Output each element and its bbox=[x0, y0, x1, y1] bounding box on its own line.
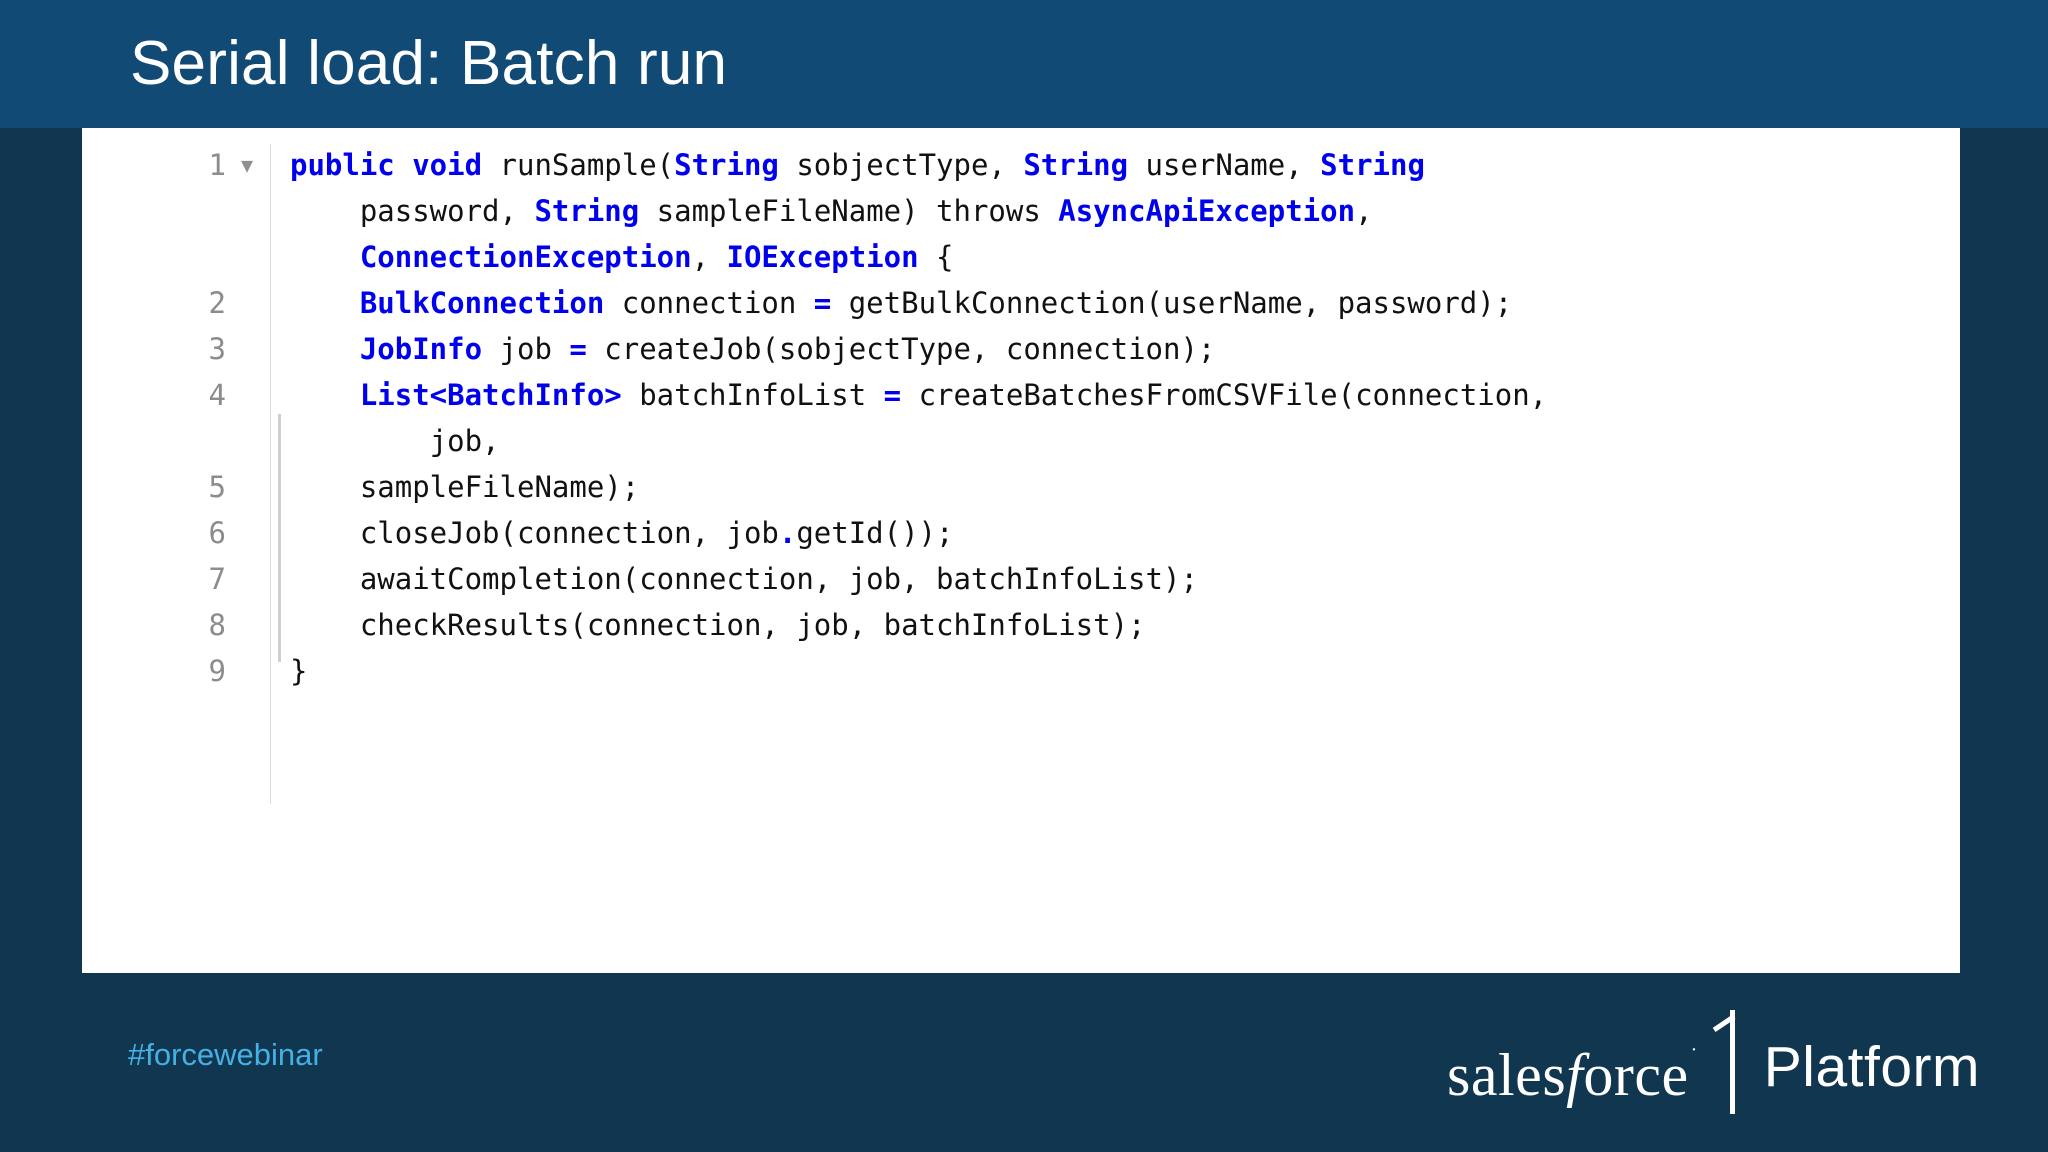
code-line[interactable]: ConnectionException, IOException { bbox=[82, 234, 1960, 280]
footer-hashtag: #forcewebinar bbox=[128, 1037, 323, 1072]
code-token: closeJob(connection, job bbox=[359, 516, 779, 550]
code-token: job bbox=[482, 332, 570, 366]
code-token: = bbox=[883, 378, 902, 412]
salesforce-wordmark: salesforce· bbox=[1447, 1038, 1698, 1108]
code-token: sobjectType, bbox=[778, 148, 1024, 182]
code-line[interactable]: 6 closeJob(connection, job.getId()); bbox=[82, 510, 1960, 556]
code-token: String bbox=[674, 148, 779, 182]
code-token: . bbox=[778, 516, 797, 550]
code-line-text: job, bbox=[262, 418, 1960, 464]
code-token: userName, bbox=[1128, 148, 1321, 182]
slide-header-bar: Serial load: Batch run bbox=[0, 0, 2048, 128]
code-panel: 1▼public void runSample(String sobjectTy… bbox=[82, 128, 1960, 973]
line-number: 4 bbox=[208, 378, 226, 412]
code-token: IOException bbox=[726, 240, 919, 274]
code-token: job, bbox=[429, 424, 500, 458]
line-number: 1 bbox=[208, 148, 226, 182]
code-token: , bbox=[691, 240, 727, 274]
code-line-text: awaitCompletion(connection, job, batchIn… bbox=[262, 556, 1960, 602]
code-line-list: 1▼public void runSample(String sobjectTy… bbox=[82, 142, 1960, 694]
code-line[interactable]: 7 awaitCompletion(connection, job, batch… bbox=[82, 556, 1960, 602]
code-token: } bbox=[290, 654, 308, 688]
code-line[interactable]: 1▼public void runSample(String sobjectTy… bbox=[82, 142, 1960, 188]
code-token: = bbox=[813, 286, 832, 320]
logo-product-label: Platform bbox=[1763, 1034, 1980, 1099]
code-fold-rail bbox=[278, 414, 281, 662]
code-line-text: JobInfo job = createJob(sobjectType, con… bbox=[262, 326, 1960, 372]
code-line-text: List<BatchInfo> batchInfoList = createBa… bbox=[262, 372, 1960, 418]
code-line-text: public void runSample(String sobjectType… bbox=[262, 142, 1960, 188]
wordmark-f: f bbox=[1566, 1041, 1584, 1108]
code-token: sampleFileName); bbox=[359, 470, 640, 504]
code-token: = bbox=[569, 332, 587, 366]
code-token: password, bbox=[359, 194, 535, 228]
fold-spacer bbox=[232, 464, 262, 510]
code-token: String bbox=[534, 194, 640, 228]
code-token: getBulkConnection(userName, password); bbox=[831, 286, 1513, 320]
line-number: 9 bbox=[208, 654, 226, 688]
code-token: String bbox=[1023, 148, 1129, 182]
wordmark-orce: orce bbox=[1583, 1041, 1689, 1108]
code-token: List<BatchInfo> bbox=[359, 378, 622, 412]
code-line-text: closeJob(connection, job.getId()); bbox=[262, 510, 1960, 556]
fold-spacer bbox=[232, 418, 262, 464]
code-line[interactable]: 3 JobInfo job = createJob(sobjectType, c… bbox=[82, 326, 1960, 372]
numeral-one-icon bbox=[1702, 1008, 1754, 1114]
code-line[interactable]: password, String sampleFileName) throws … bbox=[82, 188, 1960, 234]
code-token: AsyncApiException bbox=[1058, 194, 1356, 228]
line-number: 6 bbox=[208, 516, 226, 550]
line-number: 3 bbox=[208, 332, 226, 366]
code-token: JobInfo bbox=[359, 332, 483, 366]
fold-spacer bbox=[232, 280, 262, 326]
code-line-text: } bbox=[262, 648, 1960, 694]
code-line[interactable]: 8 checkResults(connection, job, batchInf… bbox=[82, 602, 1960, 648]
code-line[interactable]: 9 } bbox=[82, 648, 1960, 694]
code-line[interactable]: 2 BulkConnection connection = getBulkCon… bbox=[82, 280, 1960, 326]
code-token: { bbox=[918, 240, 954, 274]
code-line[interactable]: job, bbox=[82, 418, 1960, 464]
code-line[interactable]: 4 List<BatchInfo> batchInfoList = create… bbox=[82, 372, 1960, 418]
fold-spacer bbox=[232, 188, 262, 234]
code-token: createBatchesFromCSVFile(connection, bbox=[901, 378, 1548, 412]
fold-spacer bbox=[232, 510, 262, 556]
code-token: , bbox=[1355, 194, 1373, 228]
code-line[interactable]: 5 sampleFileName); bbox=[82, 464, 1960, 510]
code-token: String bbox=[1320, 148, 1425, 182]
salesforce-platform-logo: salesforce· Platform bbox=[1447, 1008, 1980, 1114]
code-line-text: sampleFileName); bbox=[262, 464, 1960, 510]
numeral-one-stem bbox=[1729, 1010, 1735, 1114]
code-token: connection bbox=[604, 286, 814, 320]
code-line-text: BulkConnection connection = getBulkConne… bbox=[262, 280, 1960, 326]
fold-spacer bbox=[232, 602, 262, 648]
code-line-text: password, String sampleFileName) throws … bbox=[262, 188, 1960, 234]
code-token: BulkConnection bbox=[359, 286, 605, 320]
code-line-text: ConnectionException, IOException { bbox=[262, 234, 1960, 280]
code-token: public void bbox=[290, 148, 483, 182]
gutter-divider bbox=[270, 144, 271, 804]
code-token: batchInfoList bbox=[621, 378, 884, 412]
fold-spacer bbox=[232, 372, 262, 418]
code-line-text: checkResults(connection, job, batchInfoL… bbox=[262, 602, 1960, 648]
code-token: getId()); bbox=[796, 516, 954, 550]
code-token: ConnectionException bbox=[359, 240, 692, 274]
code-token: awaitCompletion(connection, job, batchIn… bbox=[359, 562, 1198, 596]
code-token: checkResults(connection, job, batchInfoL… bbox=[359, 608, 1146, 642]
code-token: sampleFileName) throws bbox=[639, 194, 1059, 228]
line-number: 5 bbox=[208, 470, 226, 504]
wordmark-sales: sales bbox=[1447, 1041, 1567, 1108]
code-editor-area[interactable]: 1▼public void runSample(String sobjectTy… bbox=[82, 128, 1960, 973]
fold-triangle-icon[interactable]: ▼ bbox=[240, 153, 254, 177]
registered-mark-icon: · bbox=[1690, 1038, 1698, 1061]
line-number: 8 bbox=[208, 608, 226, 642]
line-number: 7 bbox=[208, 562, 226, 596]
fold-spacer bbox=[232, 556, 262, 602]
fold-spacer bbox=[232, 234, 262, 280]
page-title: Serial load: Batch run bbox=[130, 29, 728, 98]
code-token: createJob(sobjectType, connection); bbox=[586, 332, 1216, 366]
line-number: 2 bbox=[208, 286, 226, 320]
code-token: runSample( bbox=[482, 148, 675, 182]
fold-spacer bbox=[232, 326, 262, 372]
fold-spacer bbox=[232, 648, 262, 694]
